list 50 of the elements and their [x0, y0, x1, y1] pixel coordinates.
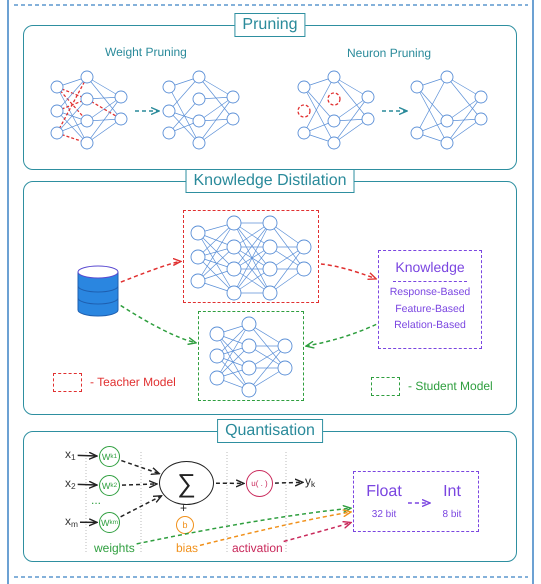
neural-network-drawing [183, 210, 319, 303]
bit-width-label: 32 bit [370, 508, 398, 520]
arrow [136, 504, 352, 545]
bias-node: b [176, 516, 194, 534]
plus-sign: + [180, 502, 188, 516]
input-label: x$_{1}$ [65, 448, 76, 462]
arrow [135, 106, 160, 116]
section-title: Quantisation [217, 419, 323, 443]
arrow [274, 478, 304, 487]
ellipsis: ... [91, 494, 102, 508]
arrow [122, 480, 158, 488]
number-format-label: Float [365, 483, 403, 501]
section-heading: Neuron Pruning [347, 47, 432, 60]
input-label: x$_{m}$ [65, 515, 78, 530]
arrow [120, 258, 182, 283]
knowledge-heading: Knowledge [394, 260, 466, 276]
arrow [78, 480, 98, 489]
section-title: Knowledge Distilation [186, 169, 354, 193]
section-title: Pruning [234, 13, 306, 37]
database-icon [77, 265, 119, 317]
legend-label: - Teacher Model [90, 376, 176, 390]
neural-network-drawing [198, 311, 304, 401]
bit-width-label: 8 bit [442, 508, 462, 520]
input-label: x$_{2}$ [65, 477, 76, 492]
output-label: y$_{k}$ [305, 475, 316, 490]
arrow [320, 263, 377, 280]
knowledge-card [378, 250, 482, 349]
number-format-label: Int [442, 483, 462, 501]
weights-label: weights [94, 542, 135, 556]
arrow [121, 460, 160, 476]
legend-label: - Student Model [408, 380, 493, 394]
arrow [120, 304, 197, 345]
knowledge-type: Relation-Based [393, 320, 467, 332]
arrow [382, 106, 408, 116]
arrow [408, 498, 431, 508]
arrow [305, 324, 376, 349]
bias-label: bias [176, 542, 198, 556]
arrow [80, 518, 98, 526]
arrow [200, 509, 352, 546]
arrow [78, 452, 98, 460]
arrow [283, 520, 352, 542]
arrow [216, 479, 245, 488]
activation-node: u( . ) [246, 470, 273, 497]
summation-node: ∑ [159, 461, 214, 505]
quantisation-box [353, 471, 479, 532]
section-heading: Weight Pruning [105, 46, 187, 60]
knowledge-type: Response-Based [388, 287, 472, 299]
knowledge-type: Feature-Based [394, 304, 466, 316]
arrow [120, 495, 162, 518]
activation-label: activation [232, 542, 283, 556]
